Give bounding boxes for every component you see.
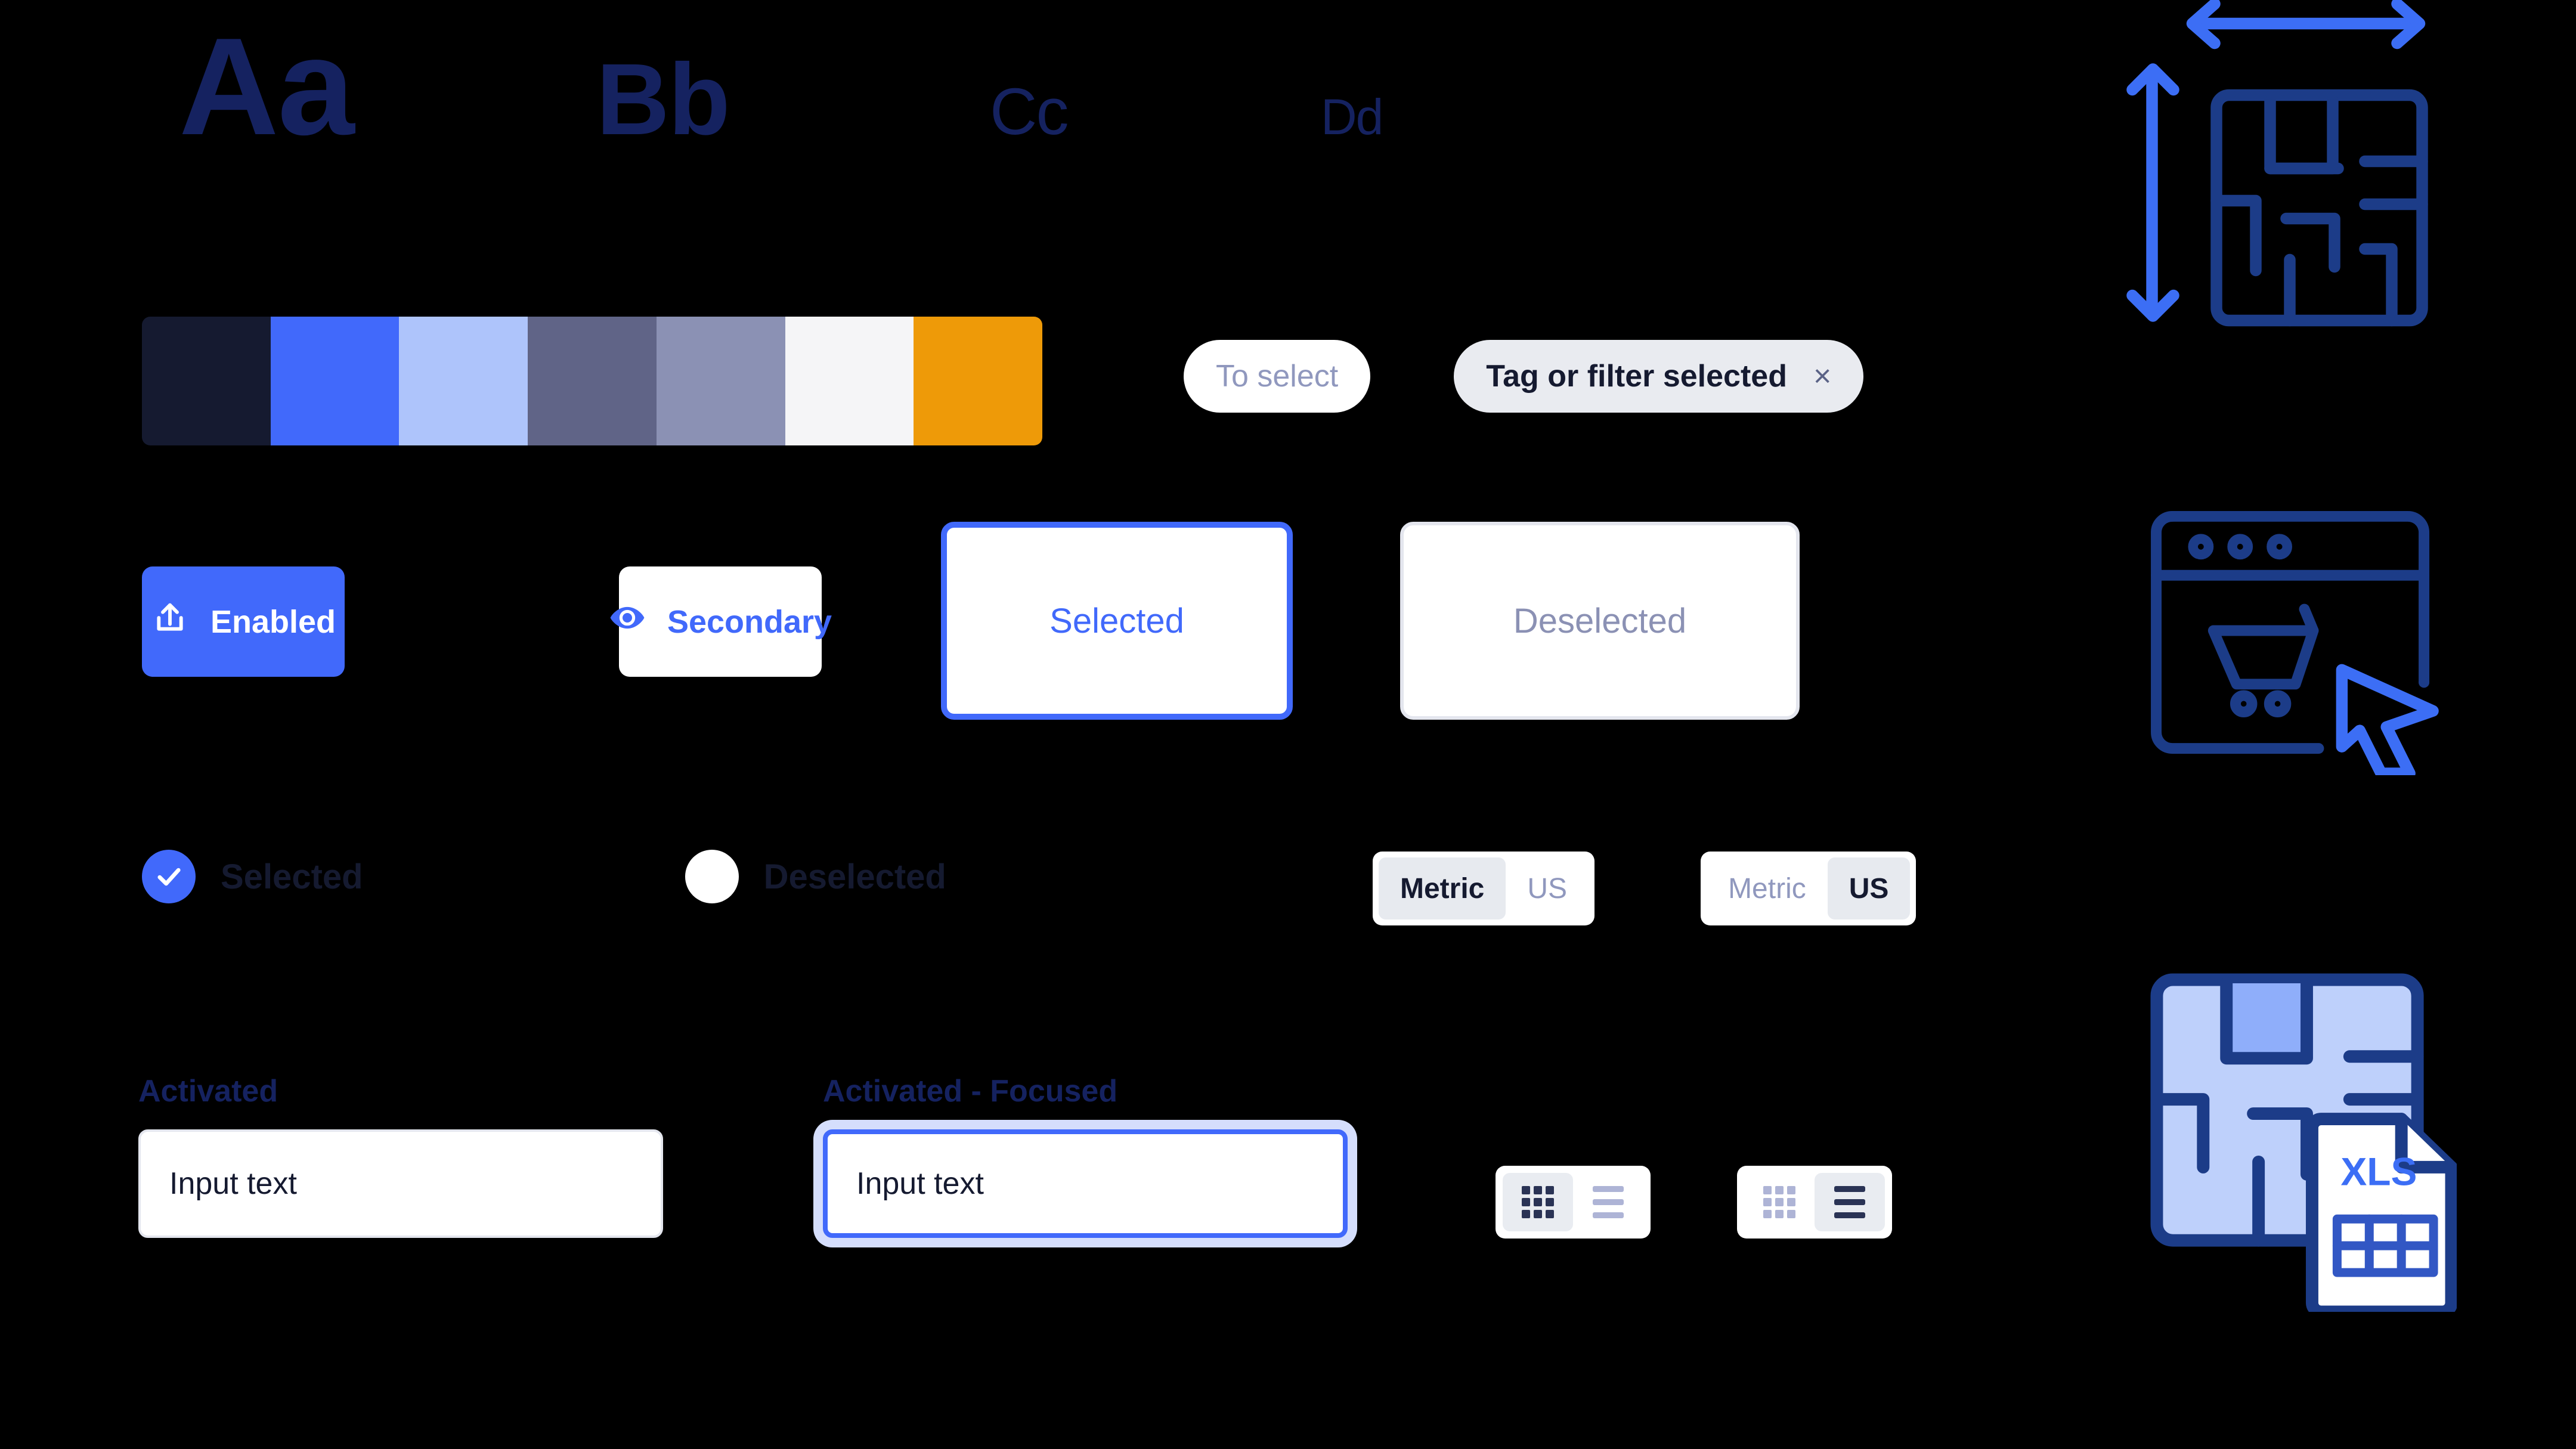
- view-toggle-list-active[interactable]: [1737, 1166, 1892, 1239]
- eye-icon: [609, 599, 646, 644]
- checkbox-checked-icon: [142, 850, 196, 903]
- checkbox-selected[interactable]: Selected: [142, 850, 363, 903]
- segment-label: US: [1527, 872, 1568, 905]
- grid-icon: [1763, 1186, 1795, 1218]
- upload-icon: [151, 599, 189, 645]
- view-button-list[interactable]: [1815, 1173, 1885, 1231]
- card-deselected-label: Deselected: [1513, 601, 1687, 640]
- checkbox-deselected-label: Deselected: [763, 857, 946, 896]
- field-activated-focused: Activated - Focused Input text: [823, 1073, 1348, 1238]
- field-activated: Activated Input text: [138, 1073, 663, 1238]
- button-row: Enabled Secondary Selected Deselected: [142, 522, 1800, 720]
- enabled-button[interactable]: Enabled: [142, 566, 345, 677]
- browser-shopping-cart-cursor-icon: [2147, 495, 2457, 779]
- color-swatch-orange: [914, 317, 1042, 445]
- color-swatch-slate: [528, 317, 657, 445]
- type-specimen-display: Aa: [179, 10, 355, 164]
- color-swatch-off-white: [785, 317, 914, 445]
- view-toggle-grid-active[interactable]: [1496, 1166, 1651, 1239]
- segment-metric[interactable]: Metric: [1379, 857, 1506, 919]
- xls-file-label: XLS: [2340, 1149, 2417, 1193]
- chip-label: To select: [1216, 359, 1339, 394]
- chip-tag-selected[interactable]: Tag or filter selected ×: [1454, 340, 1864, 413]
- field-value: Input text: [169, 1166, 297, 1201]
- chip-to-select[interactable]: To select: [1184, 340, 1371, 413]
- list-icon: [1593, 1186, 1624, 1218]
- checkbox-unchecked-icon: [685, 850, 739, 903]
- unit-toggle-metric-active[interactable]: Metric US: [1373, 852, 1595, 925]
- card-selected[interactable]: Selected: [941, 522, 1293, 720]
- chip-label: Tag or filter selected: [1486, 359, 1787, 394]
- list-icon: [1834, 1186, 1865, 1218]
- type-specimen-body: Dd: [1321, 89, 1383, 145]
- view-button-list[interactable]: [1573, 1173, 1643, 1231]
- secondary-button[interactable]: Secondary: [610, 566, 832, 677]
- type-specimen-heading: Bb: [596, 43, 730, 156]
- field-activated-label: Activated: [138, 1074, 278, 1109]
- floor-plan-xls-export-icon: XLS: [2141, 960, 2458, 1318]
- checkbox-selected-label: Selected: [221, 857, 363, 896]
- field-activated-input[interactable]: Input text: [138, 1129, 663, 1238]
- segment-us[interactable]: US: [1506, 857, 1589, 919]
- card-deselected[interactable]: Deselected: [1400, 522, 1800, 720]
- segment-label: US: [1849, 872, 1889, 905]
- field-activated-focused-label: Activated - Focused: [823, 1074, 1118, 1109]
- checkbox-deselected[interactable]: Deselected: [685, 850, 946, 903]
- color-swatch-light-blue: [399, 317, 528, 445]
- view-toggle-row: [1496, 1166, 1892, 1239]
- segment-label: Metric: [1728, 872, 1806, 905]
- secondary-button-label: Secondary: [667, 603, 832, 640]
- checkbox-row: Selected Deselected: [142, 850, 946, 903]
- typography-specimen-row: Aa Bb Cc Dd: [179, 18, 1559, 209]
- type-specimen-subheading: Cc: [990, 75, 1069, 148]
- chip-row: To select Tag or filter selected ×: [1184, 340, 1864, 413]
- color-palette: [142, 317, 1042, 445]
- field-value: Input text: [856, 1166, 984, 1201]
- card-selected-label: Selected: [1049, 601, 1184, 640]
- unit-toggle-row: Metric US Metric US: [1373, 852, 1916, 925]
- segment-metric[interactable]: Metric: [1707, 857, 1828, 919]
- color-swatch-slate-light: [656, 317, 785, 445]
- color-swatch-navy: [142, 317, 271, 445]
- enabled-button-label: Enabled: [210, 603, 336, 640]
- floor-plan-dimensions-icon: [2093, 0, 2433, 331]
- field-activated-focused-input[interactable]: Input text: [823, 1129, 1348, 1238]
- unit-toggle-us-active[interactable]: Metric US: [1701, 852, 1916, 925]
- view-button-grid[interactable]: [1744, 1173, 1815, 1231]
- segment-us[interactable]: US: [1827, 857, 1911, 919]
- close-icon[interactable]: ×: [1813, 359, 1832, 394]
- view-button-grid[interactable]: [1503, 1173, 1573, 1231]
- segment-label: Metric: [1400, 872, 1485, 905]
- grid-icon: [1522, 1186, 1554, 1218]
- color-swatch-blue: [270, 317, 400, 445]
